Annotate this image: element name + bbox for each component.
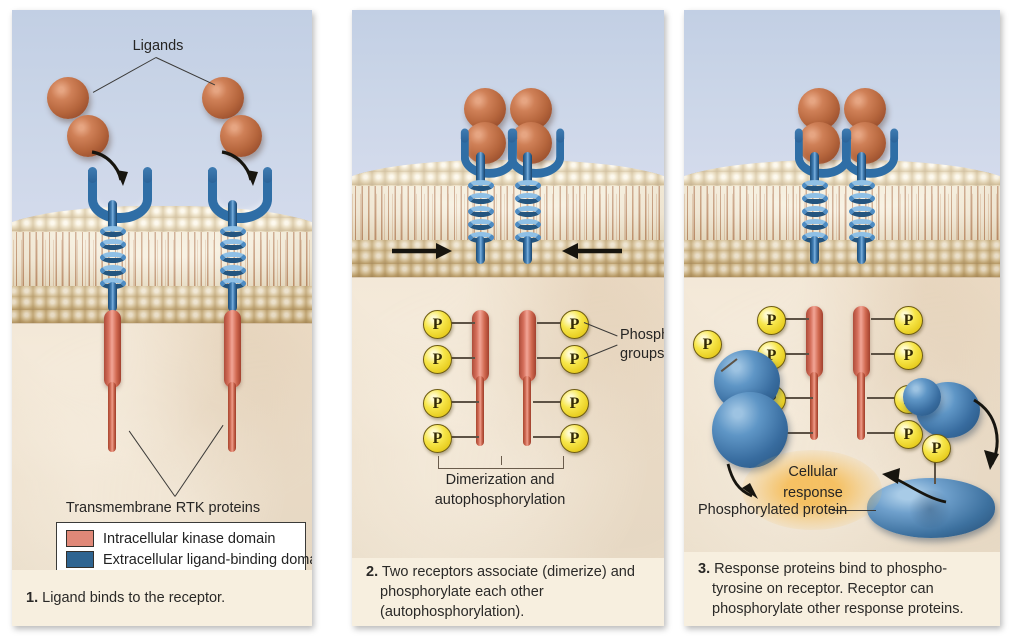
kinase-domain [104, 310, 121, 388]
phosphate-link [867, 397, 897, 399]
panel-1-caption: 1. Ligand binds to the receptor. [12, 570, 312, 626]
panel-3-response: P P P P P P P P P [684, 10, 1000, 626]
phosphate-group: P [894, 341, 923, 370]
kinase-tail [810, 372, 818, 440]
convergence-arrow-right [560, 242, 622, 260]
kinase-domain [224, 310, 241, 388]
legend: Intracellular kinase domain Extracellula… [56, 522, 312, 570]
phosphate-link [783, 318, 809, 320]
phosphate-group: P [922, 434, 951, 463]
legend-swatch-kinase-domain [66, 530, 94, 547]
ligand [202, 77, 244, 119]
kinase-tail [476, 376, 484, 446]
kinase-tail [857, 372, 865, 440]
kinase-domain [853, 306, 870, 378]
phosphate-group: P [423, 424, 452, 453]
phosphate-group: P [423, 345, 452, 374]
kinase-tail [108, 382, 116, 452]
legend-row: Intracellular kinase domain [66, 528, 296, 549]
ligand [67, 115, 109, 157]
phosphate-link [533, 436, 563, 438]
release-arrow [972, 398, 1000, 484]
caption-body: Two receptors associate (dimerize) and p… [380, 564, 635, 620]
phosphate-link [537, 322, 563, 324]
phosphate-link [449, 357, 475, 359]
ligand [220, 115, 262, 157]
caption-number: 1. [26, 590, 39, 606]
label-phosphorylated-protein: Phosphorylated protein [698, 502, 848, 518]
legend-label: Intracellular kinase domain [103, 530, 276, 547]
plasma-membrane-2 [352, 160, 664, 278]
label-transmembrane-rtk-proteins: Transmembrane RTK proteins [65, 500, 261, 516]
legend-swatch-ligand-binding-domain [66, 551, 94, 568]
phosphate-group: P [423, 389, 452, 418]
cellular-response-line-2: response [783, 485, 843, 501]
panel-3-caption: 3. Response proteins bind to phospho-tyr… [684, 552, 1000, 626]
bracket-line-1: Dimerization and [445, 472, 555, 488]
legend-row: Extracellular ligand-binding domain [66, 549, 312, 570]
phosphate-group: P [894, 306, 923, 335]
phosphate-group: P [560, 389, 589, 418]
convergence-arrow-left [392, 242, 454, 260]
cellular-response-glow [742, 450, 882, 530]
label-cellular-response: Cellular response [752, 462, 874, 504]
phosphate-group: P [560, 424, 589, 453]
phosphate-link [537, 357, 563, 359]
caption-text: 1. Ligand binds to the receptor. [12, 588, 237, 608]
caption-body: Response proteins bind to phospho-tyrosi… [712, 561, 964, 617]
phosphate-group: P [757, 306, 786, 335]
caption-body: Ligand binds to the receptor. [42, 590, 226, 606]
plasma-membrane-3 [684, 160, 1000, 278]
plasma-membrane-1 [12, 206, 312, 324]
label-ligands: Ligands [132, 38, 184, 54]
phosphate-link [783, 353, 809, 355]
phosphorylated-response-protein [867, 478, 995, 538]
panel-3-scene: P P P P P P P P P [684, 10, 1000, 552]
kinase-domain [519, 310, 536, 382]
phosphate-link [867, 432, 897, 434]
caption-number: 2. [366, 564, 379, 580]
kinase-tail [228, 382, 236, 452]
legend-label: Extracellular ligand-binding domain [103, 551, 312, 568]
leader-line [832, 510, 876, 511]
panel-2-caption: 2. Two receptors associate (dimerize) an… [352, 558, 664, 626]
phosphate-link [871, 318, 897, 320]
phosphate-link [934, 462, 936, 484]
phosphate-link [783, 432, 813, 434]
phosphate-group: P [560, 310, 589, 339]
dimerization-bracket [438, 456, 564, 469]
phosphate-link [449, 322, 475, 324]
caption-number: 3. [698, 561, 711, 577]
phosphate-link [449, 401, 479, 403]
label-phosphate-groups: Phosphate groups [620, 327, 664, 362]
cellular-response-arrow-left [724, 462, 768, 508]
phosphate-link [783, 397, 813, 399]
phosphate-link [871, 353, 897, 355]
ligand [47, 77, 89, 119]
caption-text: 3. Response proteins bind to phospho-tyr… [684, 559, 1000, 619]
phosphate-group: P [894, 420, 923, 449]
bracket-line-2: autophosphorylation [434, 492, 566, 508]
cellular-response-line-1: Cellular [788, 464, 838, 480]
phosphate-group: P [693, 330, 722, 359]
panel-1-ligand-binding: Ligands [12, 10, 312, 626]
phosphate-group: P [423, 310, 452, 339]
kinase-domain [806, 306, 823, 378]
cellular-response-arrow-right [870, 458, 948, 506]
phosphate-link [533, 401, 563, 403]
panel-2-dimerization: P P P P P P P P Phosphate groups Dimeriz… [352, 10, 664, 626]
phosphate-link [449, 436, 479, 438]
panel-1-scene: Ligands [12, 10, 312, 570]
kinase-domain [472, 310, 489, 382]
kinase-tail [523, 376, 531, 446]
phosphate-group: P [560, 345, 589, 374]
panel-2-scene: P P P P P P P P Phosphate groups Dimeriz… [352, 10, 664, 558]
caption-text: 2. Two receptors associate (dimerize) an… [352, 562, 664, 622]
label-dimerization: Dimerization and autophosphorylation [380, 470, 620, 510]
